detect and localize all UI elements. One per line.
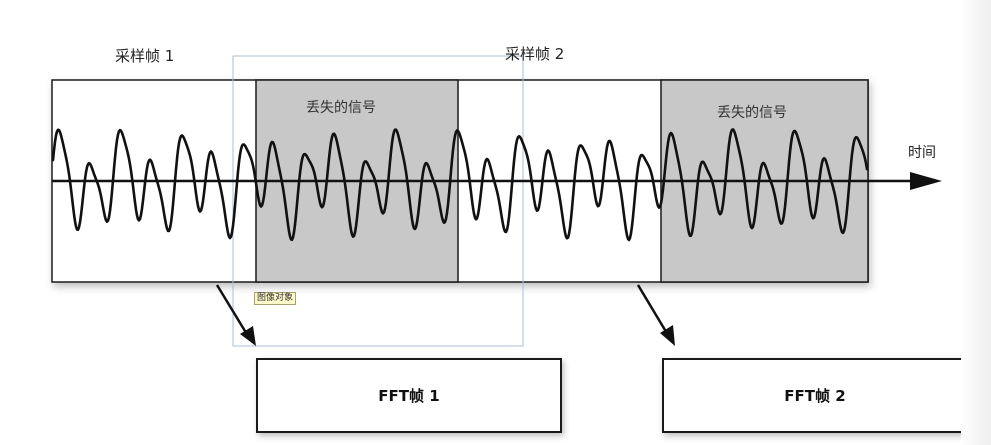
fft-frame-1-box: FFT帧 1 [256, 358, 562, 433]
lost-signal-1-label: 丢失的信号 [306, 100, 376, 116]
signal-waveform [51, 128, 869, 242]
arrow-to-fft-1-line [215, 284, 250, 337]
fft-frame-2-label: FFT帧 2 [784, 387, 846, 405]
time-axis-arrowhead [910, 172, 942, 190]
arrow-to-fft-2-line [636, 284, 670, 336]
sampling-frame-1-label: 采样帧 1 [115, 47, 175, 65]
image-object-selection-outline[interactable] [232, 55, 524, 347]
time-axis-label: 时间 [908, 145, 936, 161]
lost-signal-2-label: 丢失的信号 [717, 105, 787, 121]
arrow-to-fft-2-head [660, 325, 675, 346]
sampling-frame-2-label: 采样帧 2 [505, 45, 565, 63]
arrow-to-fft-1-head [240, 326, 256, 346]
fft-frame-1-label: FFT帧 1 [378, 387, 440, 405]
image-object-tag: 图像对象 [254, 292, 297, 305]
fft-frame-2-box: FFT帧 2 [662, 358, 968, 433]
